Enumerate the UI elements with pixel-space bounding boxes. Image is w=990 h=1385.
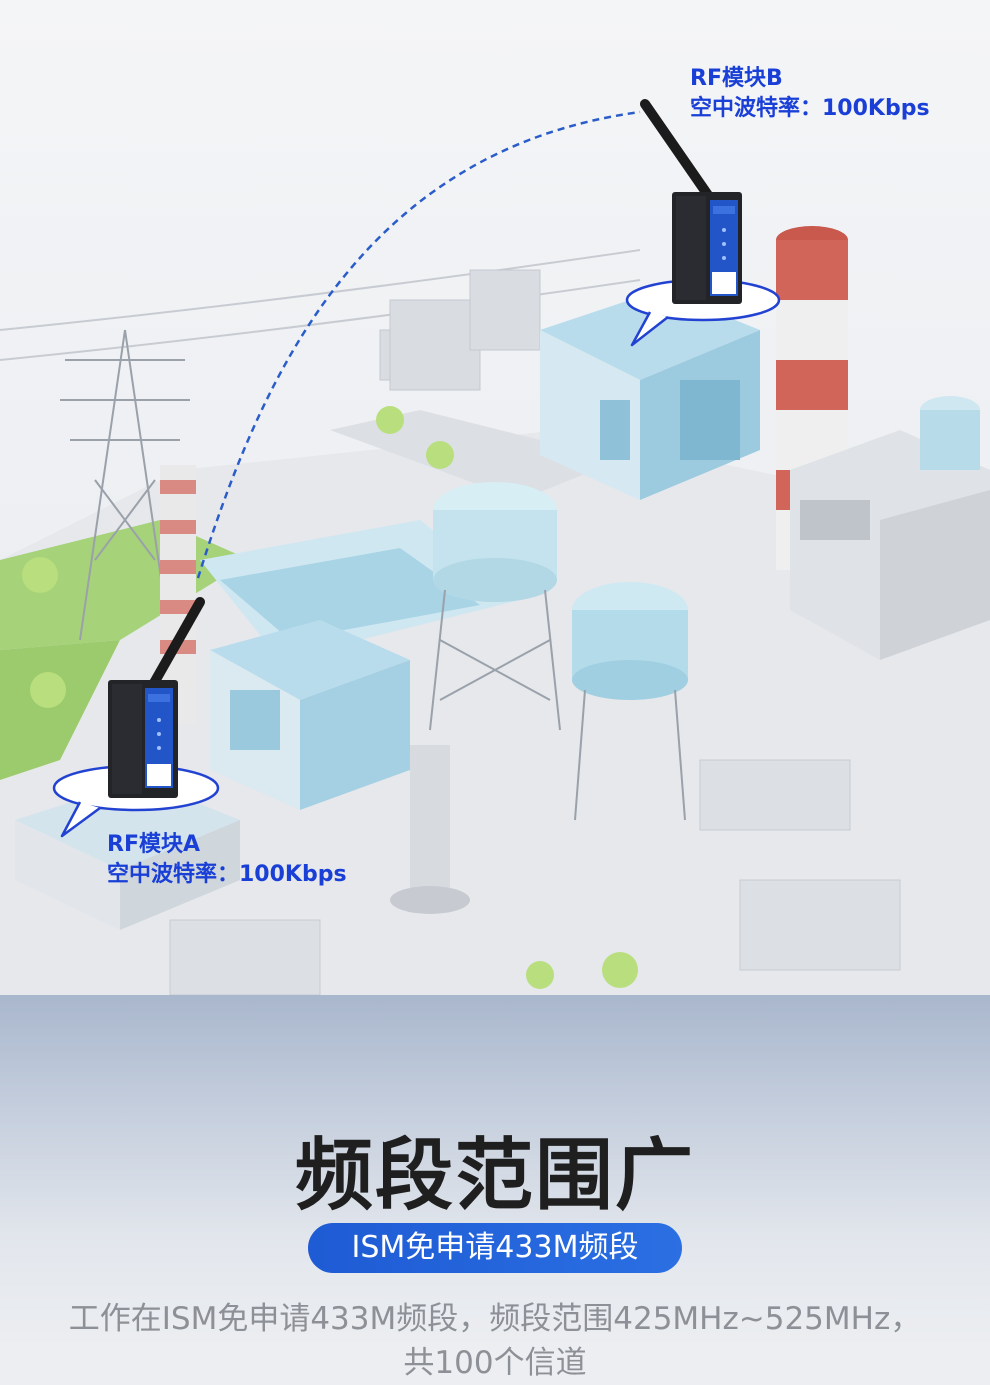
power-line xyxy=(0,249,641,331)
factory-right xyxy=(790,396,990,660)
rf-module-b-device xyxy=(640,99,742,304)
module-b-rate: 空中波特率：100Kbps xyxy=(690,96,930,121)
module-a-name: RF模块A xyxy=(107,832,200,857)
wireless-link-path xyxy=(196,110,641,579)
water-tower-right xyxy=(572,582,688,821)
feature-description: 工作在ISM免申请433M频段，频段范围425MHz~525MHz， 共100个… xyxy=(0,1297,990,1385)
city-illustration xyxy=(0,99,990,996)
cooling-units-front xyxy=(169,759,901,996)
green-field-left-2 xyxy=(0,640,120,780)
module-a-rate: 空中波特率：100Kbps xyxy=(107,862,347,887)
cooling-units-back xyxy=(379,269,541,391)
rf-module-a-device xyxy=(108,597,205,798)
water-tower-center xyxy=(429,482,561,731)
office-building-a xyxy=(210,620,410,810)
feature-badge: ISM免申请433M频段 xyxy=(308,1223,682,1273)
ribbed-tower xyxy=(390,745,470,914)
feature-description-line-1: 工作在ISM免申请433M频段，频段范围425MHz~525MHz， xyxy=(68,1301,922,1337)
feature-section: 频段范围广 ISM免申请433M频段 工作在ISM免申请433M频段，频段范围4… xyxy=(0,995,990,1381)
trees xyxy=(22,406,638,989)
industrial-scene-illustration: RF模块B 空中波特率：100Kbps RF模块A 空中波特率：100Kbps xyxy=(0,0,990,996)
module-b-name: RF模块B xyxy=(690,66,783,91)
road xyxy=(330,410,620,500)
pool-water xyxy=(220,548,480,640)
module-b-label: RF模块B 空中波特率：100Kbps xyxy=(690,64,930,124)
feature-description-line-2: 共100个信道 xyxy=(403,1345,587,1381)
feature-title: 频段范围广 xyxy=(294,1131,695,1221)
module-a-label: RF模块A 空中波特率：100Kbps xyxy=(107,830,347,890)
